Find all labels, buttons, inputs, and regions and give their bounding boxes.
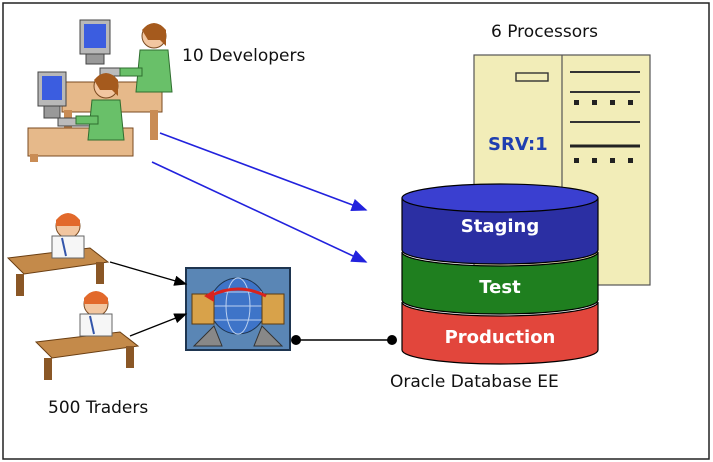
developers-label: 10 Developers <box>182 46 306 66</box>
test-label: Test <box>479 277 521 298</box>
developer-arrow-test <box>151 161 368 263</box>
database-top <box>401 183 599 213</box>
test-layer <box>401 251 599 315</box>
trader-arrow-top <box>109 261 188 286</box>
server-label: SRV:1 <box>488 134 548 155</box>
staging-layer <box>401 197 599 265</box>
production-label: Production <box>444 327 556 348</box>
traders-label: 500 Traders <box>48 398 149 418</box>
database-label: Oracle Database EE <box>390 372 559 392</box>
developers-icon <box>27 19 173 162</box>
network-db-connector <box>291 335 397 345</box>
staging-label: Staging <box>460 216 540 237</box>
trader-arrow-bottom <box>129 313 188 337</box>
developer-arrow-staging <box>159 132 368 211</box>
network-icon <box>185 267 291 351</box>
production-layer <box>401 301 599 365</box>
processors-label: 6 Processors <box>491 22 598 42</box>
database-cylinder <box>401 183 599 365</box>
traders-icon <box>6 213 140 380</box>
